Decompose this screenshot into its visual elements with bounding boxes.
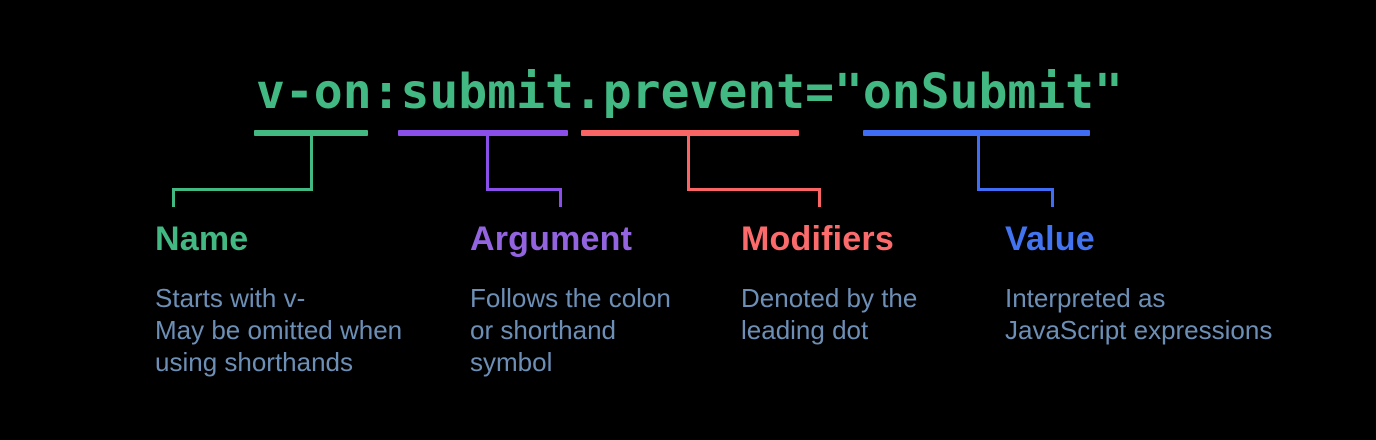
legend-argument-title: Argument	[470, 220, 633, 258]
legend-modifiers-title: Modifiers	[741, 220, 894, 258]
underline-value	[863, 130, 1090, 136]
connector-value	[977, 136, 1054, 207]
legend-value-title: Value	[1005, 220, 1095, 258]
underline-name	[254, 130, 368, 136]
underline-modifiers	[581, 130, 799, 136]
connector-argument	[486, 136, 562, 207]
code-snippet: v-on:submit.prevent="onSubmit"	[256, 64, 1123, 120]
legend-name-title: Name	[155, 220, 249, 258]
connector-modifiers	[687, 136, 821, 207]
connector-name	[172, 136, 313, 207]
underline-argument	[398, 130, 568, 136]
